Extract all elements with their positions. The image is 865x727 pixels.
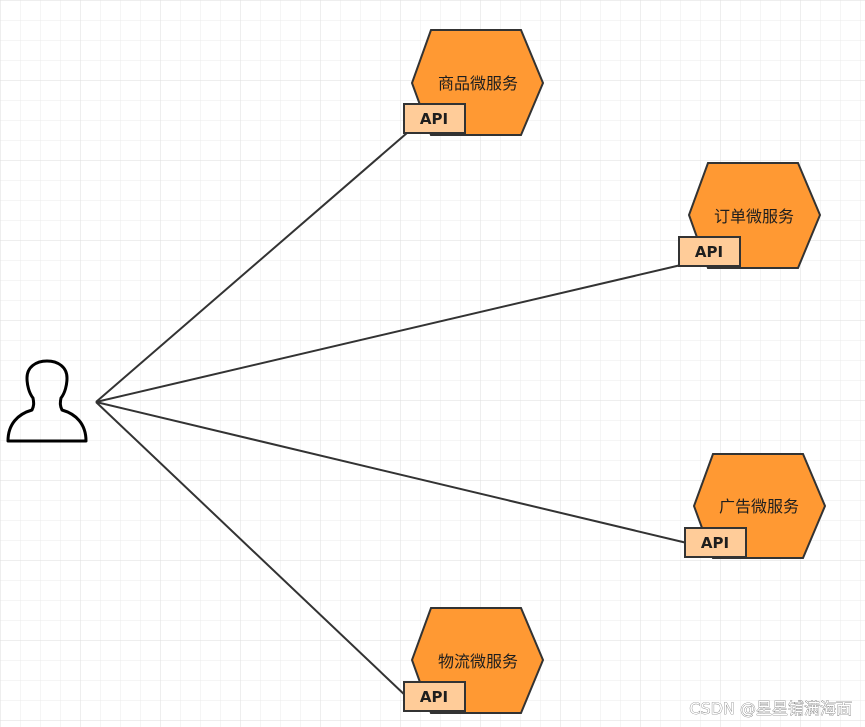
connector-line [95,401,408,698]
service-label: 广告微服务 [719,497,799,516]
watermark: CSDN @星星铺满海面 [689,699,852,718]
api-box [678,236,741,267]
user-icon [6,359,88,443]
api-box [403,681,466,712]
connector-line [95,401,688,544]
api-box [403,103,466,134]
service-node: 广告微服务 API [684,453,827,559]
service-label: 订单微服务 [714,207,794,226]
connector-lines [95,132,688,698]
api-label: API [420,688,448,706]
connector-line [95,132,408,403]
service-node: 订单微服务 API [678,162,822,269]
api-label: API [701,534,729,552]
api-box [684,527,747,558]
service-label: 商品微服务 [438,74,518,93]
service-node: 商品微服务 API [403,29,545,136]
connector-line [95,264,682,403]
api-label: API [420,110,448,128]
service-node: 物流微服务 API [403,607,545,714]
api-label: API [695,243,723,261]
service-label: 物流微服务 [438,652,518,671]
